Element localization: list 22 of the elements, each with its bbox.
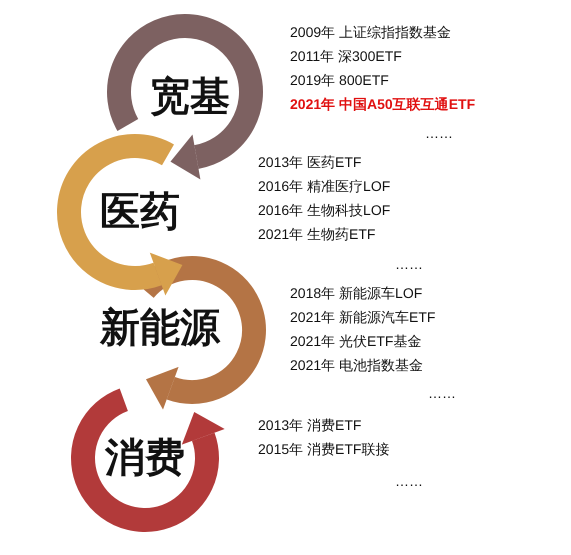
fund-item: 2013年 医药ETF <box>258 153 362 171</box>
fund-item: 2013年 消费ETF <box>258 416 362 434</box>
fund-item: 2021年 电池指数基金 <box>290 356 424 374</box>
ellipsis-text: …… <box>428 384 456 402</box>
fund-item: 2011年 深300ETF <box>290 47 402 65</box>
category-title: 医药 <box>100 192 180 232</box>
fund-item: 2021年 生物药ETF <box>258 225 376 243</box>
fund-item: 2009年 上证综指指数基金 <box>290 23 452 41</box>
fund-item: 2021年 新能源汽车ETF <box>290 308 436 326</box>
category-title: 新能源 <box>100 308 220 348</box>
ellipsis-text: …… <box>425 124 453 142</box>
category-title: 宽基 <box>150 77 230 117</box>
fund-item: 2021年 中国A50互联互通ETF <box>290 95 476 113</box>
ellipsis-text: …… <box>395 255 423 273</box>
fund-item: 2018年 新能源车LOF <box>290 284 422 302</box>
fund-item: 2021年 光伏ETF基金 <box>290 332 422 350</box>
fund-item: 2016年 精准医疗LOF <box>258 177 390 195</box>
fund-item: 2016年 生物科技LOF <box>258 201 390 219</box>
category-title: 消费 <box>105 438 185 478</box>
fund-item: 2015年 消费ETF联接 <box>258 440 390 458</box>
ellipsis-text: …… <box>395 472 423 490</box>
fund-item: 2019年 800ETF <box>290 71 389 89</box>
